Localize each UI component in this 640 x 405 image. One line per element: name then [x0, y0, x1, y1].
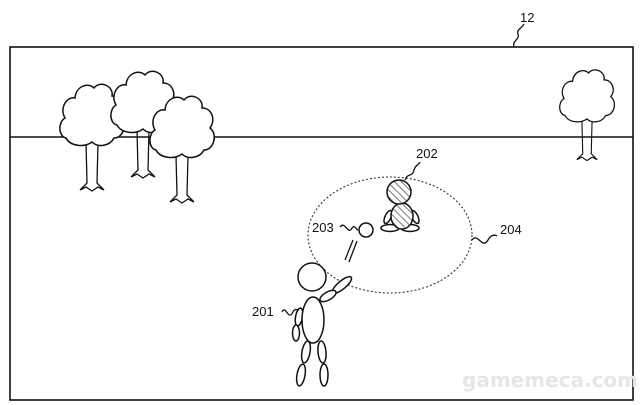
- leader-line-202: [404, 161, 421, 181]
- other-character: [380, 179, 420, 233]
- watermark: gamemeca.com: [462, 368, 638, 392]
- leader-line-201: [281, 308, 300, 316]
- leader-line-12: [513, 23, 525, 48]
- label-other-character: 202: [416, 146, 438, 161]
- player-character: [291, 262, 353, 387]
- leader-line-204: [471, 234, 498, 244]
- label-player: 201: [252, 304, 274, 319]
- leader-line-203: [339, 224, 359, 231]
- label-range: 204: [500, 222, 522, 237]
- label-ball: 203: [312, 220, 334, 235]
- range-ellipse: [307, 176, 473, 294]
- ball: [358, 222, 374, 238]
- label-screen: 12: [520, 10, 534, 25]
- ball-motion-lines: [344, 239, 358, 263]
